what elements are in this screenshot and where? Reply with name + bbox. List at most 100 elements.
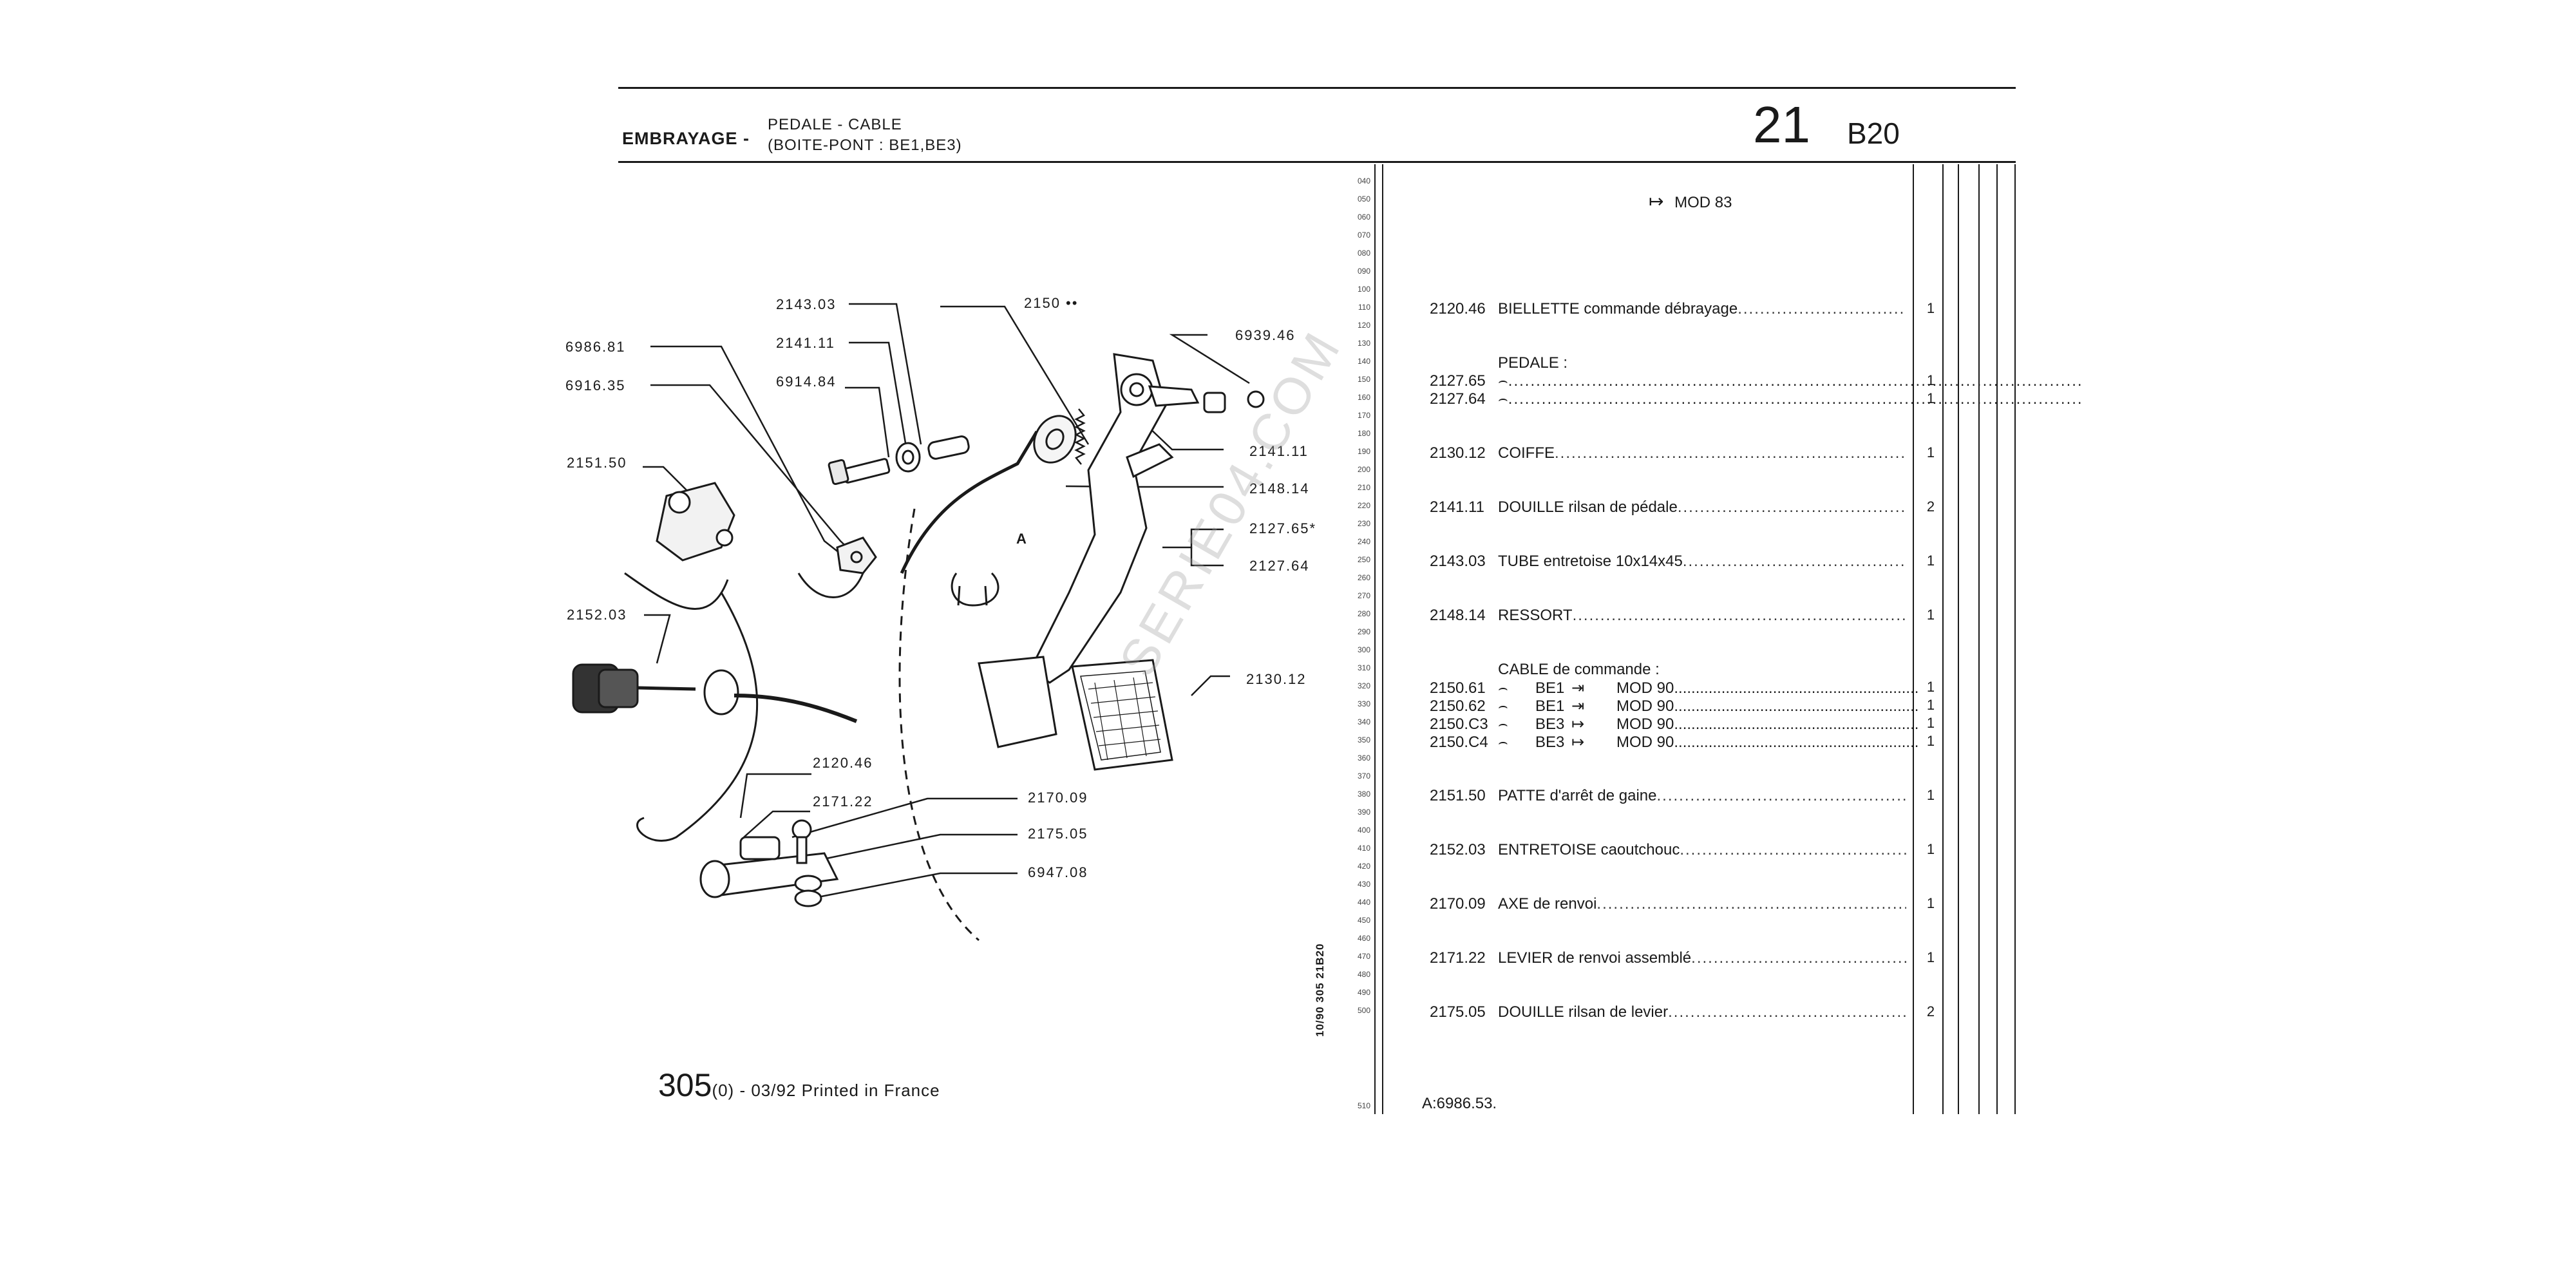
line-number: 440 (1357, 898, 1370, 907)
line-number: 140 (1357, 357, 1370, 366)
line-number: 070 (1357, 231, 1370, 240)
part-number: 2151.50 (1430, 787, 1486, 804)
leader-lines (643, 303, 1250, 900)
title-line-1: PEDALE - CABLE (768, 116, 902, 133)
variant-hand-icon: ⌢ (1498, 697, 1508, 715)
part-qty: 2 (1926, 498, 1935, 515)
until-mod-arrow-icon: ⇥ (1571, 679, 1585, 697)
callout-2150: 2150 •• (1024, 295, 1079, 311)
line-number: 390 (1357, 808, 1370, 817)
firewall-outline-left (624, 572, 729, 610)
part-qty: 1 (1926, 372, 1935, 388)
line-number: 420 (1357, 862, 1370, 871)
part-name: AXE de renvoi (1498, 895, 1597, 913)
mod-label: MOD 90 (1616, 697, 1674, 715)
line-number: 500 (1357, 1006, 1370, 1015)
part-number: 2175.05 (1430, 1003, 1486, 1021)
variant-hand-icon: ⌢ (1498, 734, 1508, 751)
part-qty: 1 (1926, 300, 1935, 316)
callout-6939-46: 6939.46 (1235, 327, 1296, 343)
table-rule-left (1382, 164, 1383, 1114)
callout-2170-09: 2170.09 (1028, 790, 1088, 806)
gearbox-code: BE1 (1535, 697, 1565, 715)
callout-6916-35: 6916.35 (565, 377, 626, 393)
line-number: 300 (1357, 645, 1370, 654)
spacer-tube (927, 435, 970, 460)
callout-2148-14: 2148.14 (1249, 480, 1310, 497)
relay-lever-assembly (699, 819, 839, 907)
part-number: 2130.12 (1430, 444, 1486, 462)
table-rule-col-2 (1978, 164, 1980, 1114)
cable-heading: CABLE de commande : (1498, 661, 1660, 678)
part-qty: 1 (1926, 553, 1935, 569)
clutch-cable (900, 415, 1077, 574)
line-number: 330 (1357, 699, 1370, 708)
line-number: 150 (1357, 375, 1370, 384)
line-number: 400 (1357, 826, 1370, 835)
line-number: 120 (1357, 321, 1370, 330)
header-top-rule (618, 87, 2016, 89)
part-number: 2150.62 (1430, 697, 1486, 715)
part-number: 2127.65 (1430, 372, 1486, 390)
header-bottom-rule (618, 161, 2016, 163)
mod-note: ↦ MOD 83 (1649, 191, 1732, 212)
part-number: 2171.22 (1430, 949, 1486, 967)
line-number: 100 (1357, 285, 1370, 294)
mod-note-label: MOD 83 (1674, 194, 1732, 211)
part-name: DOUILLE rilsan de levier (1498, 1003, 1669, 1021)
line-number: 060 (1357, 213, 1370, 222)
footer-page-number: 305 (658, 1067, 712, 1103)
part-name: TUBE entretoise 10x14x45 (1498, 553, 1683, 570)
line-number: 290 (1357, 627, 1370, 636)
part-qty: 1 (1926, 787, 1935, 803)
page-code: B20 (1847, 117, 1900, 150)
footer-print-info: (0) - 03/92 Printed in France (712, 1081, 940, 1100)
line-number: 170 (1357, 411, 1370, 420)
line-number: 380 (1357, 790, 1370, 799)
pedale-heading: PEDALE : (1498, 354, 1568, 372)
gearbox-code: BE3 (1535, 734, 1565, 751)
line-number: 040 (1357, 176, 1370, 185)
line-number: 430 (1357, 880, 1370, 889)
part-qty: 1 (1926, 390, 1935, 406)
line-number: 160 (1357, 393, 1370, 402)
line-number: 480 (1357, 970, 1370, 979)
firewall-curve (636, 592, 758, 842)
line-number: 250 (1357, 555, 1370, 564)
line-number: 410 (1357, 844, 1370, 853)
part-qty: 1 (1926, 715, 1935, 731)
callout-2120-46: 2120.46 (813, 755, 873, 771)
part-qty: 2 (1926, 1003, 1935, 1019)
footnote: A:6986.53. (1422, 1095, 1497, 1112)
callout-2151-50: 2151.50 (567, 455, 627, 471)
table-rule-right (2014, 164, 2016, 1114)
table-rule-col-3 (1996, 164, 1998, 1114)
part-name: ENTRETOISE caoutchouc (1498, 841, 1680, 858)
line-number: 490 (1357, 988, 1370, 997)
pedal-pivot-bushing (1203, 390, 1265, 413)
part-qty: 1 (1926, 607, 1935, 623)
side-reference-code: 10/90 305 21B20 (1314, 943, 1326, 1037)
table-row: 2150.62⌢BE1⇥MOD 90......................… (1430, 697, 1919, 715)
firewall-outline-mid (797, 573, 864, 598)
clip-a (951, 572, 999, 607)
line-number: 050 (1357, 194, 1370, 204)
return-spring (1074, 408, 1086, 465)
callout-2171-22: 2171.22 (813, 793, 873, 810)
line-number: 200 (1357, 465, 1370, 474)
line-number: 080 (1357, 249, 1370, 258)
part-qty: 1 (1926, 949, 1935, 965)
line-number: 260 (1357, 573, 1370, 582)
callout-2127-65: 2127.65* (1249, 520, 1317, 536)
section-label: EMBRAYAGE - (622, 129, 750, 148)
part-number: 2120.46 (1430, 300, 1486, 317)
group-number: 21 (1753, 96, 1810, 153)
pedal-bushing (895, 442, 921, 473)
line-number: 240 (1357, 537, 1370, 546)
variant-hand-icon: ⌢ (1498, 679, 1508, 697)
line-number: 470 (1357, 952, 1370, 961)
